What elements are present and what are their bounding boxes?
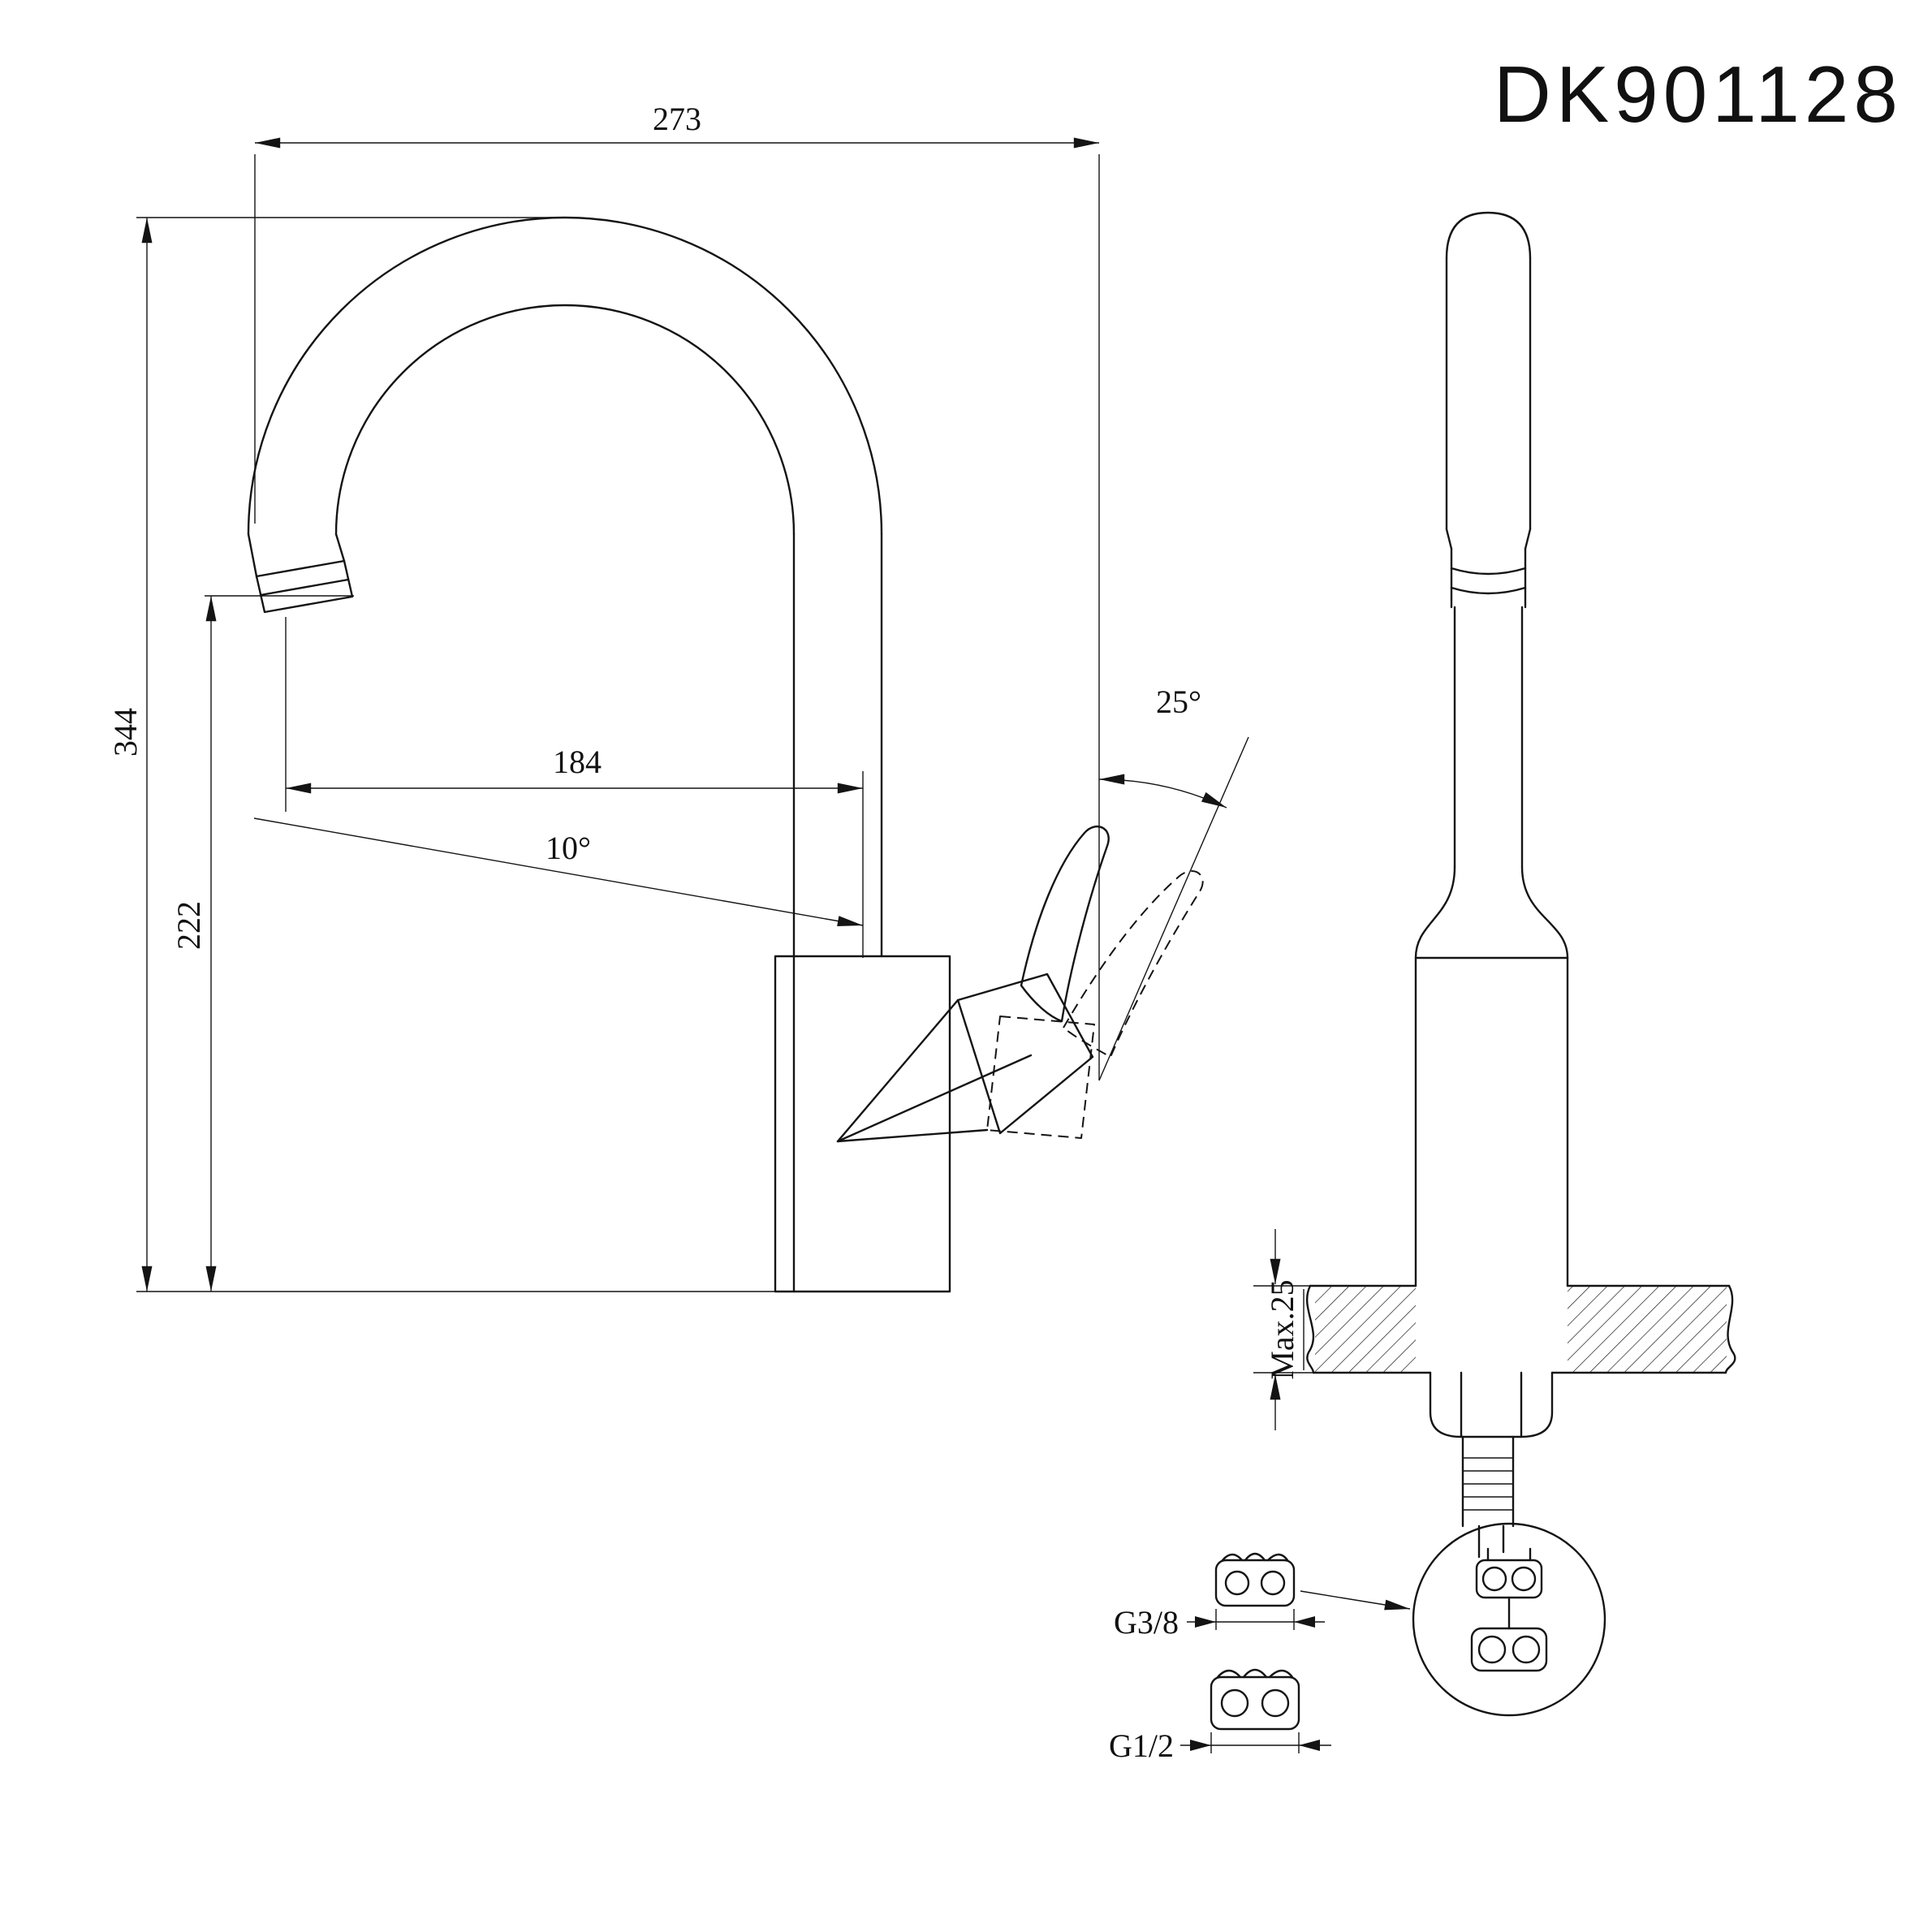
model-number: DK901128 bbox=[1494, 50, 1903, 139]
front-view-faucet bbox=[1414, 211, 1569, 1287]
dim-25deg-label: 25° bbox=[1156, 684, 1201, 720]
dim-273-label: 273 bbox=[653, 101, 701, 137]
g12-fitting: G1/2 bbox=[1109, 1668, 1331, 1764]
dimension-overall-width: 273 bbox=[254, 101, 1100, 1080]
dim-10deg-label: 10° bbox=[546, 830, 591, 866]
g38-fitting: G3/8 bbox=[1114, 1552, 1411, 1641]
dim-184-label: 184 bbox=[553, 744, 602, 780]
side-view-faucet bbox=[247, 216, 1204, 1293]
dimension-spout-angle: 10° bbox=[253, 817, 864, 926]
dimension-overall-height: 344 bbox=[107, 217, 775, 1292]
dim-222-label: 222 bbox=[170, 901, 207, 950]
dimension-spout-height: 222 bbox=[170, 595, 354, 1292]
g12-label: G1/2 bbox=[1109, 1727, 1174, 1764]
dimension-max-thickness: Max.25 bbox=[1253, 1229, 1317, 1430]
countertop-section bbox=[1305, 1284, 1736, 1374]
hose-detail-circle bbox=[1412, 1522, 1606, 1717]
mounting-hardware bbox=[1429, 1371, 1554, 1559]
max-thickness-label: Max.25 bbox=[1264, 1279, 1300, 1379]
dimension-handle-angle: 25° bbox=[1098, 684, 1249, 1081]
g38-label: G3/8 bbox=[1114, 1604, 1179, 1641]
dimension-spout-reach: 184 bbox=[285, 617, 864, 958]
dim-344-label: 344 bbox=[107, 708, 144, 757]
